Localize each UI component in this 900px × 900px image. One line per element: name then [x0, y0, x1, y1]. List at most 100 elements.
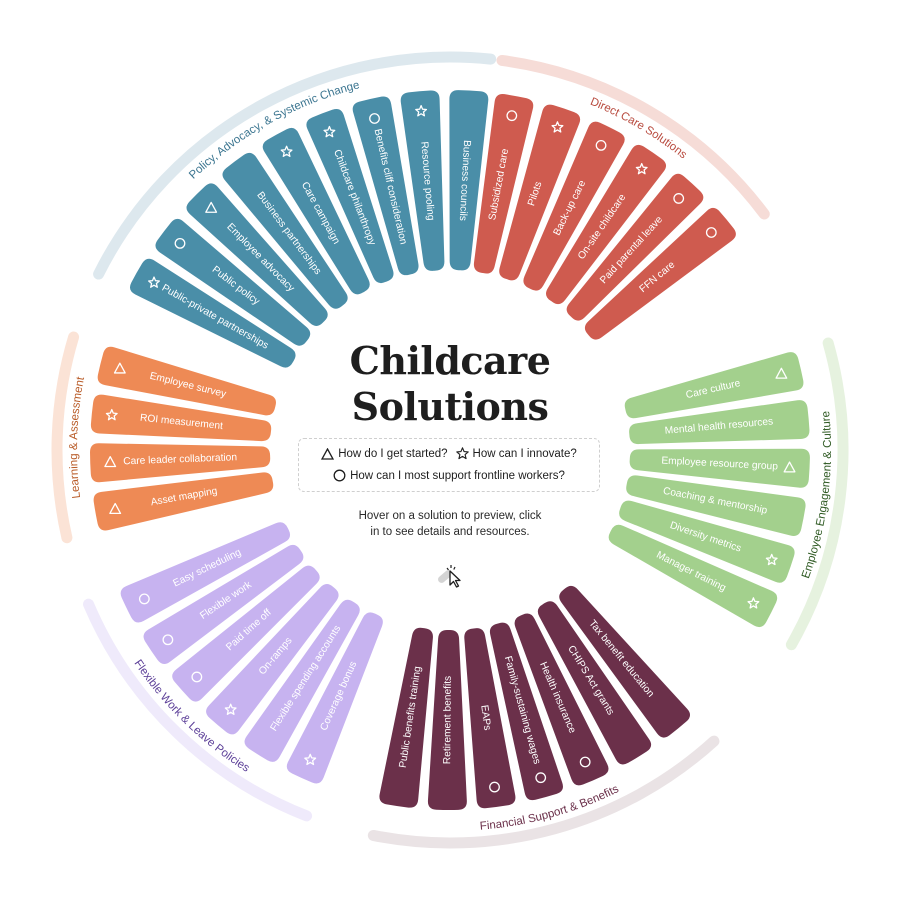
category-ring-direct-care-solutions	[496, 54, 770, 220]
solution-petal-shape[interactable]	[629, 400, 810, 445]
solution-paid-time-off[interactable]: Paid time off	[172, 565, 320, 702]
legend-frontline: How can I most support frontline workers…	[333, 469, 565, 482]
solution-petal-shape[interactable]	[545, 144, 667, 305]
star-icon	[280, 145, 293, 158]
solution-coverage-bonus[interactable]: Coverage bonus	[286, 612, 383, 784]
triangle-icon	[104, 456, 117, 468]
category-ring-policy-advocacy-and-systemic-change	[93, 51, 497, 280]
solution-care-campaign[interactable]: Care campaign	[262, 127, 370, 295]
star-icon	[455, 447, 469, 460]
circle-icon	[705, 227, 717, 238]
solution-petal-shape[interactable]	[97, 346, 276, 416]
solution-petal-shape[interactable]	[93, 472, 274, 531]
solution-petal-shape[interactable]	[566, 173, 704, 321]
solution-petal-shape[interactable]	[559, 585, 691, 738]
title-line-1: Childcare	[349, 338, 551, 383]
solution-petal-shape[interactable]	[473, 94, 534, 274]
legend: How do I get started? How can I innovate…	[298, 438, 600, 492]
solution-care-culture[interactable]: Care culture	[624, 352, 804, 419]
star-icon	[765, 553, 778, 566]
triangle-icon	[775, 367, 788, 379]
solution-petal-shape[interactable]	[489, 622, 563, 801]
solution-petal-shape[interactable]	[449, 90, 489, 271]
triangle-icon	[113, 362, 126, 374]
circle-icon	[489, 781, 500, 793]
star-icon	[148, 276, 160, 288]
solution-petal-shape[interactable]	[186, 183, 328, 326]
solution-eaps[interactable]: EAPs	[464, 628, 516, 809]
category-label-learning-and-assessment: Learning & Assessment	[68, 375, 87, 499]
solution-petal-shape[interactable]	[90, 394, 272, 442]
solution-mental-health-resources[interactable]: Mental health resources	[629, 400, 810, 445]
solution-pilots[interactable]: Pilots	[499, 104, 581, 281]
solution-petal-shape[interactable]	[352, 96, 419, 276]
solution-retirement-benefits[interactable]: Retirement benefits	[427, 629, 467, 810]
star-icon	[323, 125, 336, 138]
solution-petal-shape[interactable]	[129, 258, 296, 368]
solution-public-benefits-training[interactable]: Public benefits training	[379, 627, 433, 808]
solution-petal-shape[interactable]	[608, 524, 778, 628]
category-ring-financial-support-and-benefits	[367, 735, 720, 849]
solution-employee-resource-group[interactable]: Employee resource group	[629, 448, 810, 488]
solution-petal-shape[interactable]	[624, 352, 804, 419]
category-ring-flexible-work-and-leave-policies	[83, 598, 313, 822]
solution-petal-shape[interactable]	[155, 218, 311, 346]
solution-petal-shape[interactable]	[464, 628, 516, 809]
solution-petal-shape[interactable]	[379, 627, 433, 808]
solution-petal-shape[interactable]	[523, 121, 625, 291]
instruction-line-2: in to see details and resources.	[370, 526, 530, 538]
star-icon	[635, 162, 648, 175]
circle-icon	[579, 756, 591, 768]
solution-petal-shape[interactable]	[584, 207, 736, 340]
solution-petal-shape[interactable]	[206, 584, 339, 735]
solution-petal-shape[interactable]	[514, 613, 609, 786]
triangle-icon	[109, 502, 122, 515]
solution-petal-shape[interactable]	[120, 522, 291, 623]
solution-subsidized-care[interactable]: Subsidized care	[473, 94, 534, 274]
legend-frontline-label: How can I most support frontline workers…	[350, 469, 565, 482]
solution-petal-shape[interactable]	[499, 104, 581, 281]
solution-business-councils[interactable]: Business councils	[449, 90, 489, 271]
star-icon	[105, 408, 118, 421]
solution-petal-shape[interactable]	[222, 152, 348, 309]
solution-family-sustaining-wages[interactable]: Family-sustaining wages	[489, 622, 563, 801]
solution-petal-shape[interactable]	[262, 127, 370, 295]
solution-resource-pooling[interactable]: Resource pooling	[400, 90, 445, 271]
instruction-line-1: Hover on a solution to preview, click	[358, 510, 542, 522]
solution-health-insurance[interactable]: Health insurance	[514, 613, 609, 786]
solution-petal-shape[interactable]	[537, 601, 652, 765]
solution-petal-shape[interactable]	[629, 448, 810, 488]
circle-icon	[506, 110, 518, 122]
solution-petal-shape[interactable]	[286, 612, 383, 784]
circle-icon	[333, 469, 346, 482]
solution-petal-shape[interactable]	[306, 108, 394, 284]
legend-started-label: How do I get started?	[338, 447, 448, 460]
star-icon	[304, 753, 317, 766]
solution-petal-shape[interactable]	[244, 599, 360, 762]
circle-icon	[595, 139, 607, 151]
legend-innovate: How can I innovate?	[455, 447, 577, 460]
solution-petal-shape[interactable]	[90, 443, 271, 483]
solution-petal-shape[interactable]	[619, 500, 795, 583]
circle-icon	[673, 193, 685, 204]
category-ring-employee-engagement-and-culture	[785, 337, 849, 651]
solution-petal-shape[interactable]	[427, 629, 467, 810]
triangle-icon	[783, 461, 796, 473]
circle-icon	[162, 634, 174, 646]
solution-care-leader-collaboration[interactable]: Care leader collaboration	[90, 443, 271, 483]
pointer-click-icon	[438, 565, 461, 588]
solution-petal-shape[interactable]	[143, 544, 304, 665]
star-icon	[224, 703, 237, 715]
circle-icon	[191, 671, 203, 683]
triangle-icon	[321, 447, 335, 460]
solution-label: EAPs	[478, 704, 492, 731]
solution-asset-mapping[interactable]: Asset mapping	[93, 472, 274, 531]
solution-petal-shape[interactable]	[172, 565, 320, 702]
solution-roi-measurement[interactable]: ROI measurement	[90, 394, 272, 442]
solution-petal-shape[interactable]	[400, 90, 445, 271]
star-icon	[415, 104, 428, 117]
solution-petal-shape[interactable]	[626, 475, 806, 536]
circle-icon	[138, 593, 150, 605]
